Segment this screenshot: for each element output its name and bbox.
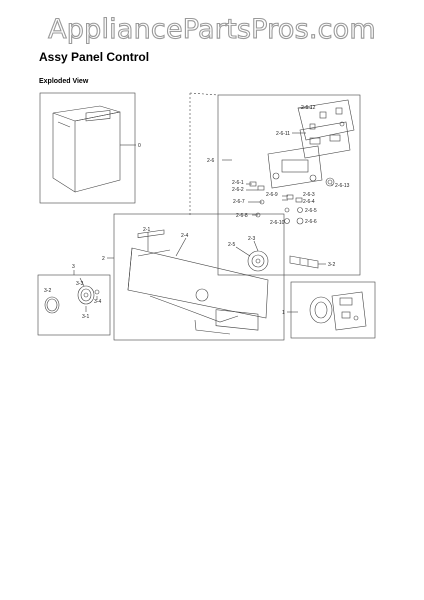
callout-2-6-7: 2-6-7	[233, 199, 245, 205]
callout-2-6-5: 2-6-5	[305, 208, 317, 214]
control-board-box	[189, 92, 361, 276]
callout-1: 1	[282, 310, 285, 316]
callout-2-6-8: 2-6-8	[236, 213, 248, 219]
callout-2-6-6: 2-6-6	[305, 219, 317, 225]
callout-2-6-13: 2-6-13	[335, 183, 350, 189]
callout-2-6-9: 2-6-9	[266, 192, 278, 198]
callout-2-6-3: 2-6-3	[303, 192, 315, 198]
callout-2-6-11: 2-6-11	[276, 131, 290, 137]
callout-2-6: 2-6	[207, 158, 214, 164]
exploded-view-label: Exploded View	[39, 78, 89, 85]
callout-2-3: 2-3	[248, 236, 255, 242]
callout-3-3: 3-3	[76, 281, 83, 287]
callout-3-4: 3-4	[94, 299, 101, 305]
watermark: AppliancePartsPros.com	[48, 13, 377, 45]
callout-labels: 0 2-6-12 2-6-11 2-6 2-6-1 2-6-2 2-6-13 2…	[44, 105, 350, 320]
callout-3: 3	[72, 264, 75, 270]
callout-2: 2	[102, 256, 105, 262]
callout-2-1: 2-1	[143, 227, 150, 233]
callout-2-4: 2-4	[181, 233, 188, 239]
cabinet-box	[39, 92, 136, 204]
knob-ring-box	[37, 270, 111, 336]
callout-2-6-1: 2-6-1	[232, 180, 244, 186]
callout-2-6-4: 2-6-4	[303, 199, 315, 205]
callout-2-6-10: 2-6-10	[270, 220, 285, 226]
callout-3-2-right: 3-2	[328, 262, 335, 268]
callout-3-1: 3-1	[82, 314, 89, 320]
front-panel-box	[107, 213, 326, 341]
callout-0: 0	[138, 143, 141, 149]
callout-2-6-2: 2-6-2	[232, 187, 244, 193]
callout-2-6-12: 2-6-12	[301, 105, 316, 111]
pcb-assy-box	[287, 281, 376, 339]
callout-3-2: 3-2	[44, 288, 51, 294]
callout-2-5: 2-5	[228, 242, 235, 248]
page-title: Assy Panel Control	[39, 50, 150, 64]
